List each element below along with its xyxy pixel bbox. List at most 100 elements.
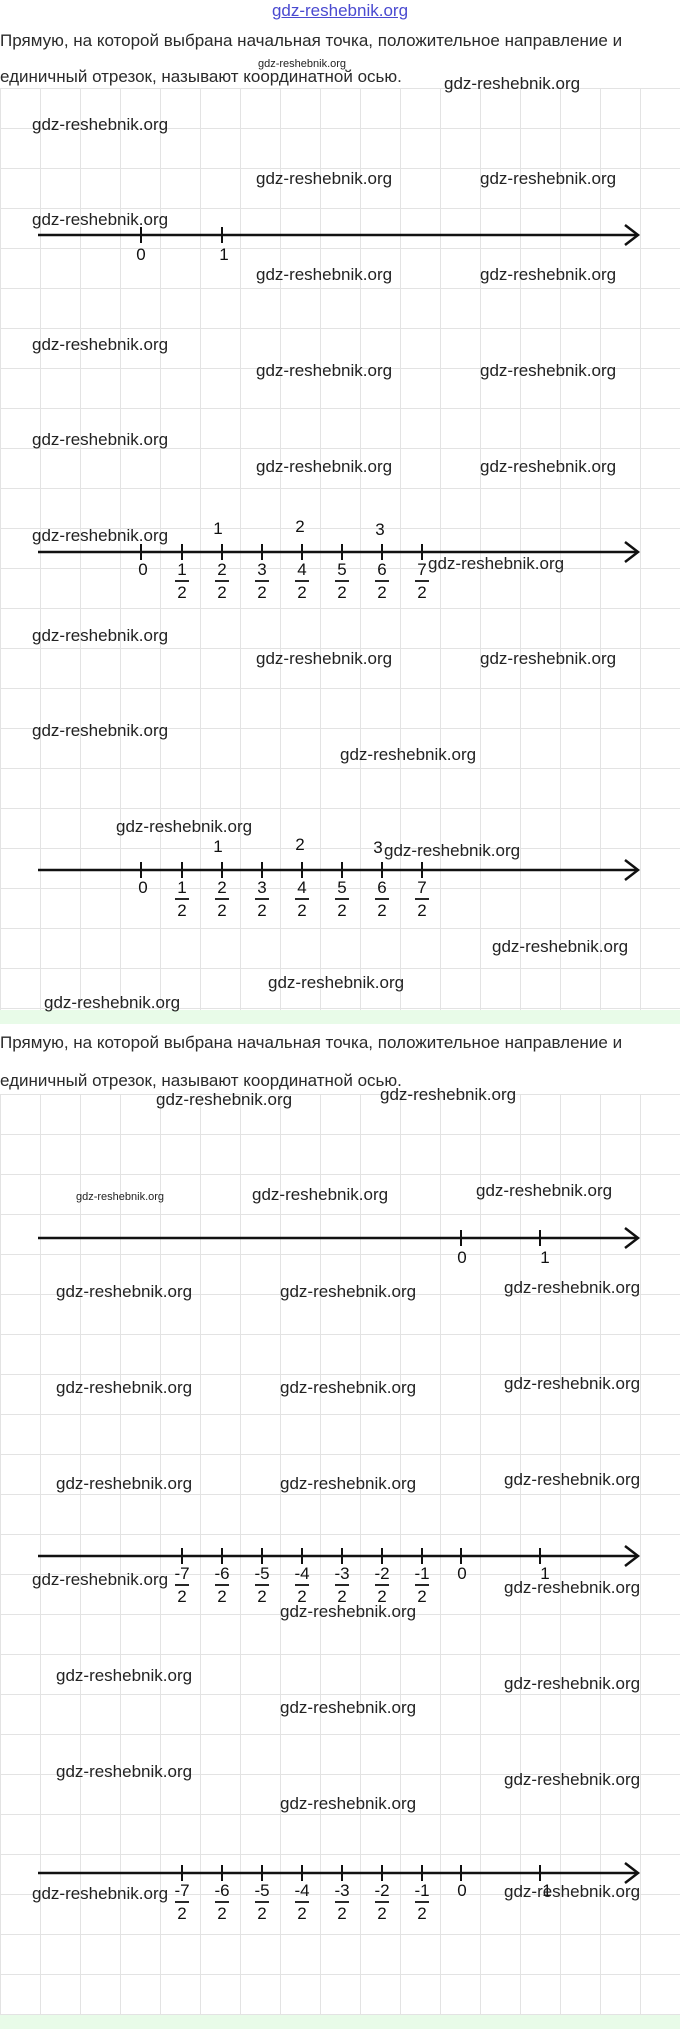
fraction-denominator: 2 xyxy=(337,901,346,920)
section-divider-bottom xyxy=(0,2015,680,2029)
fraction-numerator: -7 xyxy=(174,1881,189,1900)
watermark: gdz-reshebnik.org xyxy=(56,1474,193,1493)
watermark: gdz-reshebnik.org xyxy=(280,1698,417,1717)
fraction-denominator: 2 xyxy=(257,1587,266,1606)
watermark: gdz-reshebnik.org xyxy=(32,626,169,645)
watermark: gdz-reshebnik.org xyxy=(504,1374,641,1393)
fraction-denominator: 2 xyxy=(177,1587,186,1606)
axis-arrow xyxy=(624,1862,641,1884)
watermark: gdz-reshebnik.org xyxy=(116,817,253,836)
fraction-denominator: 2 xyxy=(257,1904,266,1923)
definition-line-1: Прямую, на которой выбрана начальная точ… xyxy=(0,31,623,50)
watermark: gdz-reshebnik.org xyxy=(32,1884,169,1903)
fraction-denominator: 2 xyxy=(377,1904,386,1923)
section-divider xyxy=(0,1010,680,1024)
watermark: gdz-reshebnik.org xyxy=(280,1282,417,1301)
integer-label-2: 2 xyxy=(295,517,304,536)
watermark: gdz-reshebnik.org xyxy=(444,74,581,93)
watermark: gdz-reshebnik.org xyxy=(156,1090,293,1109)
fraction-numerator: -1 xyxy=(414,1564,429,1583)
watermark: gdz-reshebnik.org xyxy=(504,1674,641,1693)
integer-label-2: 2 xyxy=(295,835,304,854)
one-label: 1 xyxy=(540,1564,549,1583)
watermark: gdz-reshebnik.org xyxy=(480,169,617,188)
fraction-numerator: 7 xyxy=(417,560,426,579)
watermark: gdz-reshebnik.org xyxy=(256,265,393,284)
watermark: gdz-reshebnik.org xyxy=(256,457,393,476)
watermark: gdz-reshebnik.org xyxy=(280,1794,417,1813)
fraction-numerator: -1 xyxy=(414,1881,429,1900)
integer-label-3: 3 xyxy=(375,520,384,539)
fraction-denominator: 2 xyxy=(417,583,426,602)
fraction-numerator: -2 xyxy=(374,1881,389,1900)
axis-arrow xyxy=(624,1227,641,1249)
fraction-denominator: 2 xyxy=(297,1587,306,1606)
fraction-denominator: 2 xyxy=(377,901,386,920)
watermark: gdz-reshebnik.org xyxy=(340,745,477,764)
fraction-numerator: 6 xyxy=(377,560,386,579)
watermark: gdz-reshebnik.org xyxy=(480,457,617,476)
watermark: gdz-reshebnik.org xyxy=(32,526,169,545)
number-line-negative-halves-1: -72-62-52-42-32-22-12 0 1 xyxy=(38,1545,641,1606)
watermark: gdz-reshebnik.org xyxy=(280,1378,417,1397)
watermark: gdz-reshebnik.org xyxy=(428,554,565,573)
fraction-denominator: 2 xyxy=(297,583,306,602)
fraction-numerator: -5 xyxy=(254,1564,269,1583)
watermark: gdz-reshebnik.org xyxy=(32,1570,169,1589)
figures-panel-positive xyxy=(0,88,680,1010)
label-0: 0 xyxy=(457,1248,466,1267)
fraction-numerator: 4 xyxy=(297,878,306,897)
zero-label: 0 xyxy=(457,1881,466,1900)
figures-panel-negative xyxy=(0,1094,680,2015)
zero-label: 0 xyxy=(457,1564,466,1583)
integer-label-1: 1 xyxy=(213,837,222,856)
fraction-denominator: 2 xyxy=(297,901,306,920)
fraction-numerator: -6 xyxy=(214,1881,229,1900)
axis-arrow xyxy=(624,541,641,563)
watermark: gdz-reshebnik.org xyxy=(56,1282,193,1301)
watermark: gdz-reshebnik.org xyxy=(380,1085,517,1104)
watermark: gdz-reshebnik.org xyxy=(504,1470,641,1489)
fraction-denominator: 2 xyxy=(217,1904,226,1923)
fraction-numerator: -3 xyxy=(334,1881,349,1900)
watermark: gdz-reshebnik.org xyxy=(504,1278,641,1297)
watermark: gdz-reshebnik.org xyxy=(504,1770,641,1789)
fraction-denominator: 2 xyxy=(177,583,186,602)
watermark: gdz-reshebnik.org xyxy=(480,361,617,380)
number-line-negative-halves-2: -72-62-52-42-32-22-12 0 1 xyxy=(38,1862,641,1923)
watermark: gdz-reshebnik.org xyxy=(56,1762,193,1781)
integer-label-1: 1 xyxy=(213,519,222,538)
axis-arrow xyxy=(624,1545,641,1567)
label-0: 0 xyxy=(136,245,145,264)
fraction-numerator: 7 xyxy=(417,878,426,897)
fraction-denominator: 2 xyxy=(177,1904,186,1923)
number-line-unit: 0 1 xyxy=(38,224,641,264)
watermark: gdz-reshebnik.org xyxy=(256,169,393,188)
fraction-numerator: -5 xyxy=(254,1881,269,1900)
fraction-numerator: 5 xyxy=(337,560,346,579)
axis-arrow xyxy=(624,224,641,246)
fraction-numerator: 4 xyxy=(297,560,306,579)
fraction-numerator: -4 xyxy=(294,1881,309,1900)
fraction-denominator: 2 xyxy=(337,1587,346,1606)
fraction-numerator: 2 xyxy=(217,878,226,897)
watermark: gdz-reshebnik.org xyxy=(504,1882,641,1901)
fraction-denominator: 2 xyxy=(337,583,346,602)
watermark: gdz-reshebnik.org xyxy=(280,1474,417,1493)
site-link[interactable]: gdz-reshebnik.org xyxy=(271,1,409,20)
watermark: gdz-reshebnik.org xyxy=(280,1602,417,1621)
watermark: gdz-reshebnik.org xyxy=(480,649,617,668)
zero-label: 0 xyxy=(138,878,147,897)
fraction-denominator: 2 xyxy=(417,1904,426,1923)
watermark: gdz-reshebnik.org xyxy=(258,58,347,70)
axis-arrow xyxy=(624,859,641,881)
watermark: gdz-reshebnik.org xyxy=(476,1181,613,1200)
fraction-denominator: 2 xyxy=(257,901,266,920)
fraction-denominator: 2 xyxy=(297,1904,306,1923)
watermark: gdz-reshebnik.org xyxy=(492,937,629,956)
watermark: gdz-reshebnik.org xyxy=(268,973,405,992)
fraction-denominator: 2 xyxy=(337,1904,346,1923)
fraction-denominator: 2 xyxy=(217,583,226,602)
